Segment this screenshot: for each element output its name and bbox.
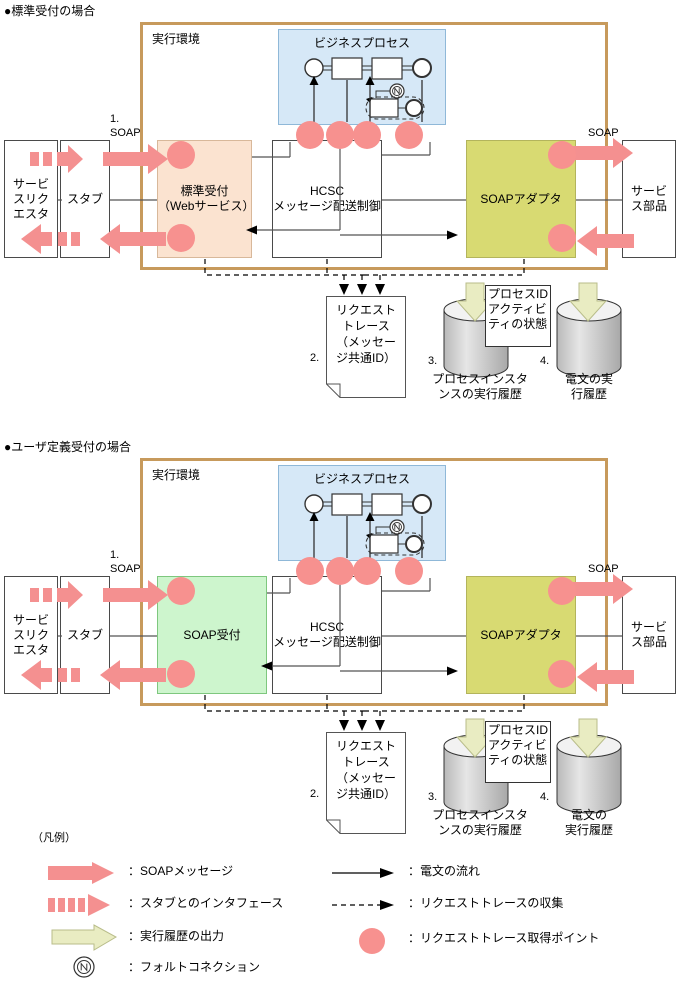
legend-label-history-output: ：実行履歴の出力 [128,929,225,943]
soap-label-left-standard: SOAP [110,127,141,139]
legend-label-stub-interface: ：スタブとのインタフェース [128,896,284,910]
history-output-arrow-2-standard [568,282,608,322]
message-flow-lines-standard [58,122,622,240]
history-output-arrow-2-user [568,718,608,758]
soap-label-left-user: SOAP [110,563,141,575]
process-id-callout-user: プロセスID アクティビ ティの状態 [485,721,551,783]
bpmn-start-node-user [304,494,324,514]
legend-label-fault-connection: ：フォルトコネクション [128,960,261,974]
execution-environment-label-user: 実行環境 [152,468,201,482]
step-3-label-standard: 3. [428,355,438,367]
service-component-user: サービ ス部品 [622,576,676,694]
soap-message-arrows-user [21,574,634,692]
soap-label-right-user: SOAP [588,563,619,575]
fault-connection-icon-legend [73,956,95,978]
hcsc-message-delivery-user: HCSC メッセージ配送制御 [272,576,382,694]
step-4-label-user: 4. [540,791,550,803]
trace-point [296,121,324,149]
hcsc-message-delivery-standard: HCSC メッセージ配送制御 [272,140,382,258]
trace-collection-lines-standard [204,259,525,295]
request-trace-document-user [326,732,406,834]
request-trace-text-standard: リクエスト トレース （メッセー ジ共通ID） [335,303,396,365]
trace-point [296,557,324,585]
trace-points-standard [167,121,576,252]
trace-point [167,577,195,605]
dashed-pink-arrow-icon [48,894,110,916]
fault-handler-container-user [365,532,425,556]
pink-circle-icon [359,928,385,954]
step-3-label-user: 3. [428,791,438,803]
step-2-label-standard: 2. [310,352,320,364]
history-output-arrow-1-user [455,718,495,758]
trace-point [326,557,354,585]
bpmn-end-node-user [412,494,432,514]
stub-interface-dashes-rep-standard [58,232,80,246]
step-2-label-user: 2. [310,788,320,800]
trace-point [548,224,576,252]
bpmn-start-node-standard [304,58,324,78]
trace-point [326,121,354,149]
trace-point [395,557,423,585]
bpmn-flow-user [304,493,432,558]
request-trace-text-user: リクエスト トレース （メッセー ジ共通ID） [335,739,396,801]
request-trace-document-standard [326,296,406,398]
step-1-label-standard: 1. [110,113,120,125]
stub-interface-dashes-req-user [30,588,52,602]
pale-yellow-arrow-icon [51,924,118,951]
solid-black-arrow-icon [332,868,394,878]
trace-point [548,141,576,169]
trace-point [395,121,423,149]
fault-handler-container-standard [365,96,425,120]
bpmn-activity-1-standard [331,57,363,80]
bpmn-flow-standard [304,57,432,122]
process-instance-db-caption-user: プロセスインスタ ンスの実行履歴 [432,808,528,837]
step-1-label-user: 1. [110,549,120,561]
bpmn-activity-1-user [331,493,363,516]
trace-point [548,660,576,688]
legend-label-soap-message: ：SOAPメッセージ [128,864,234,878]
step-4-label-standard: 4. [540,355,550,367]
stub-interface-dashes-rep-user [58,668,80,682]
legend-title: （凡例） [32,832,76,844]
bpmn-activity-2-user [371,493,403,516]
legend-label-message-flow: ：電文の流れ [408,864,481,878]
stub-interface-dashes-req-standard [30,152,52,166]
message-history-db-caption-standard: 電文の実 行履歴 [564,372,613,401]
history-output-arrow-1-standard [455,282,495,322]
trace-collection-lines-user [204,695,525,731]
execution-environment-label-standard: 実行環境 [152,32,201,46]
process-instance-db-caption-standard: プロセスインスタ ンスの実行履歴 [432,372,528,401]
soap-label-right-standard: SOAP [588,127,619,139]
service-component-standard: サービ ス部品 [622,140,676,258]
business-process-title-standard: ビジネスプロセス [313,36,410,50]
trace-point [167,141,195,169]
bpmn-end-node-standard [412,58,432,78]
soap-message-arrows-standard [21,138,634,256]
trace-point [548,577,576,605]
section-heading-standard: ●標準受付の場合 [4,4,96,18]
message-flow-lines-user [58,558,622,676]
legend-label-trace-point: ：リクエストトレース取得ポイント [408,931,600,945]
dashed-black-arrow-icon [332,900,394,910]
trace-points-user [167,557,576,688]
trace-point [353,557,381,585]
trace-point [353,121,381,149]
message-history-db-caption-user: 電文の 実行履歴 [564,808,613,837]
section-heading-user: ●ユーザ定義受付の場合 [4,440,132,454]
trace-point [167,224,195,252]
trace-point [167,660,195,688]
process-id-callout-standard: プロセスID アクティビ ティの状態 [485,285,551,347]
legend-label-trace-collection: ：リクエストトレースの収集 [408,896,564,910]
business-process-title-user: ビジネスプロセス [313,472,410,486]
bpmn-activity-2-standard [371,57,403,80]
solid-pink-arrow-icon [48,862,114,884]
